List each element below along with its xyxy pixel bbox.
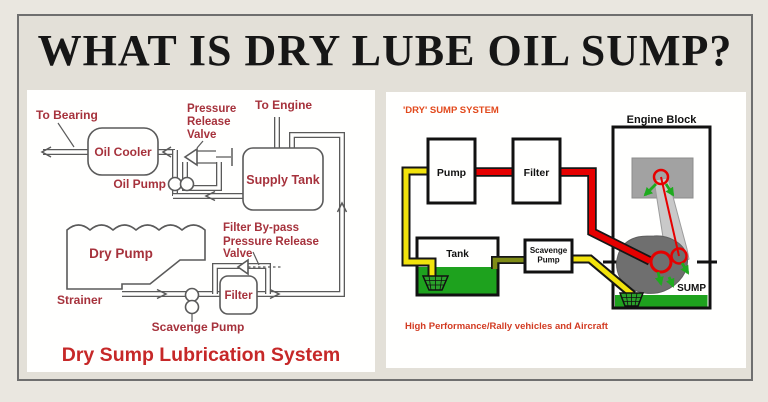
filter-box bbox=[511, 137, 562, 205]
arrow-riser-up bbox=[336, 201, 348, 213]
label-scavenge-pump-1: Scavenge bbox=[530, 246, 568, 255]
piston bbox=[631, 157, 694, 199]
filter-bypass-valve-symbol bbox=[236, 251, 281, 276]
sump-to-scavenge-pipe bbox=[572, 256, 635, 297]
sump-oil bbox=[615, 295, 708, 307]
left-diagram-caption: Dry Sump Lubrication System bbox=[62, 344, 340, 366]
scavenge-pump-gear-1 bbox=[184, 287, 200, 303]
crank-journal-ring bbox=[649, 250, 673, 274]
supply-tank-box bbox=[242, 147, 324, 211]
label-engine-block: Engine Block bbox=[627, 114, 698, 126]
piston-pin-ring bbox=[652, 168, 670, 186]
label-sump: SUMP bbox=[677, 283, 706, 294]
arrow-scavenge-line bbox=[156, 288, 168, 300]
label-prv-1: Pressure bbox=[187, 103, 236, 115]
filter-box bbox=[219, 275, 258, 315]
oil-feed-line bbox=[660, 176, 680, 257]
right-diagram-caption: High Performance/Rally vehicles and Airc… bbox=[405, 321, 609, 332]
tank-to-pump-pipe bbox=[403, 168, 435, 278]
label-prv-3: Valve bbox=[187, 129, 216, 141]
label-oil-pump: Oil Pump bbox=[113, 177, 166, 191]
oil-cooler-box bbox=[87, 127, 159, 176]
label-scavenge-pump-2: Pump bbox=[537, 256, 559, 265]
oil-pump-gear-2 bbox=[179, 176, 195, 192]
dry-sump-tank-shape bbox=[66, 224, 206, 290]
pump-box bbox=[426, 137, 477, 205]
arrow-to-bearing bbox=[40, 146, 52, 158]
label-fbprv-3: Valve bbox=[223, 248, 252, 260]
dry-sump-system-panel: 'DRY' SUMP SYSTEM Engine Block Pump Filt… bbox=[386, 92, 746, 368]
filter-to-engine-pipe bbox=[559, 169, 652, 264]
dry-sump-system-diagram: 'DRY' SUMP SYSTEM Engine Block Pump Filt… bbox=[401, 105, 717, 332]
label-fbprv-2: Pressure Release bbox=[223, 236, 319, 248]
dry-sump-schematic: To Bearing Oil Cooler Oil Pump Pressure … bbox=[36, 98, 348, 366]
scavenge-pump-box bbox=[523, 238, 574, 274]
pressure-release-valve-symbol bbox=[183, 140, 233, 167]
label-dry-pump: Dry Pump bbox=[89, 246, 153, 261]
dry-sump-schematic-panel: To Bearing Oil Cooler Oil Pump Pressure … bbox=[27, 90, 375, 372]
label-to-bearing: To Bearing bbox=[36, 108, 98, 122]
oil-pump-gear-1 bbox=[167, 176, 183, 192]
arrow-after-filter bbox=[269, 288, 281, 300]
label-tank: Tank bbox=[446, 249, 469, 260]
oil-spray-arrows bbox=[643, 183, 690, 288]
tank-pickup-strainer bbox=[421, 275, 450, 291]
label-filter: Filter bbox=[224, 290, 253, 302]
right-diagram-heading: 'DRY' SUMP SYSTEM bbox=[403, 105, 499, 116]
system-pipes bbox=[401, 166, 653, 299]
flow-arrows bbox=[40, 146, 348, 300]
scavenge-pump-gear-2 bbox=[184, 299, 200, 315]
scavenge-to-tank-pipe bbox=[492, 257, 525, 269]
label-filter: Filter bbox=[524, 167, 550, 179]
crank-pin-ring bbox=[670, 247, 688, 265]
page-title: WHAT IS DRY LUBE OIL SUMP? bbox=[37, 26, 733, 75]
label-to-engine: To Engine bbox=[255, 98, 312, 112]
to-bearing-leader bbox=[57, 122, 75, 148]
label-oil-cooler: Oil Cooler bbox=[94, 145, 152, 159]
arrow-into-cooler bbox=[161, 146, 172, 158]
label-strainer: Strainer bbox=[57, 293, 103, 307]
label-supply-tank: Supply Tank bbox=[246, 173, 319, 187]
label-fbprv-1: Filter By-pass bbox=[223, 222, 299, 234]
arrow-tank-outlet bbox=[204, 190, 216, 202]
sump-pickup-strainer bbox=[618, 292, 645, 307]
label-scavenge-pump: Scavenge Pump bbox=[152, 320, 245, 334]
label-prv-2: Release bbox=[187, 116, 230, 128]
label-pump: Pump bbox=[437, 167, 466, 179]
